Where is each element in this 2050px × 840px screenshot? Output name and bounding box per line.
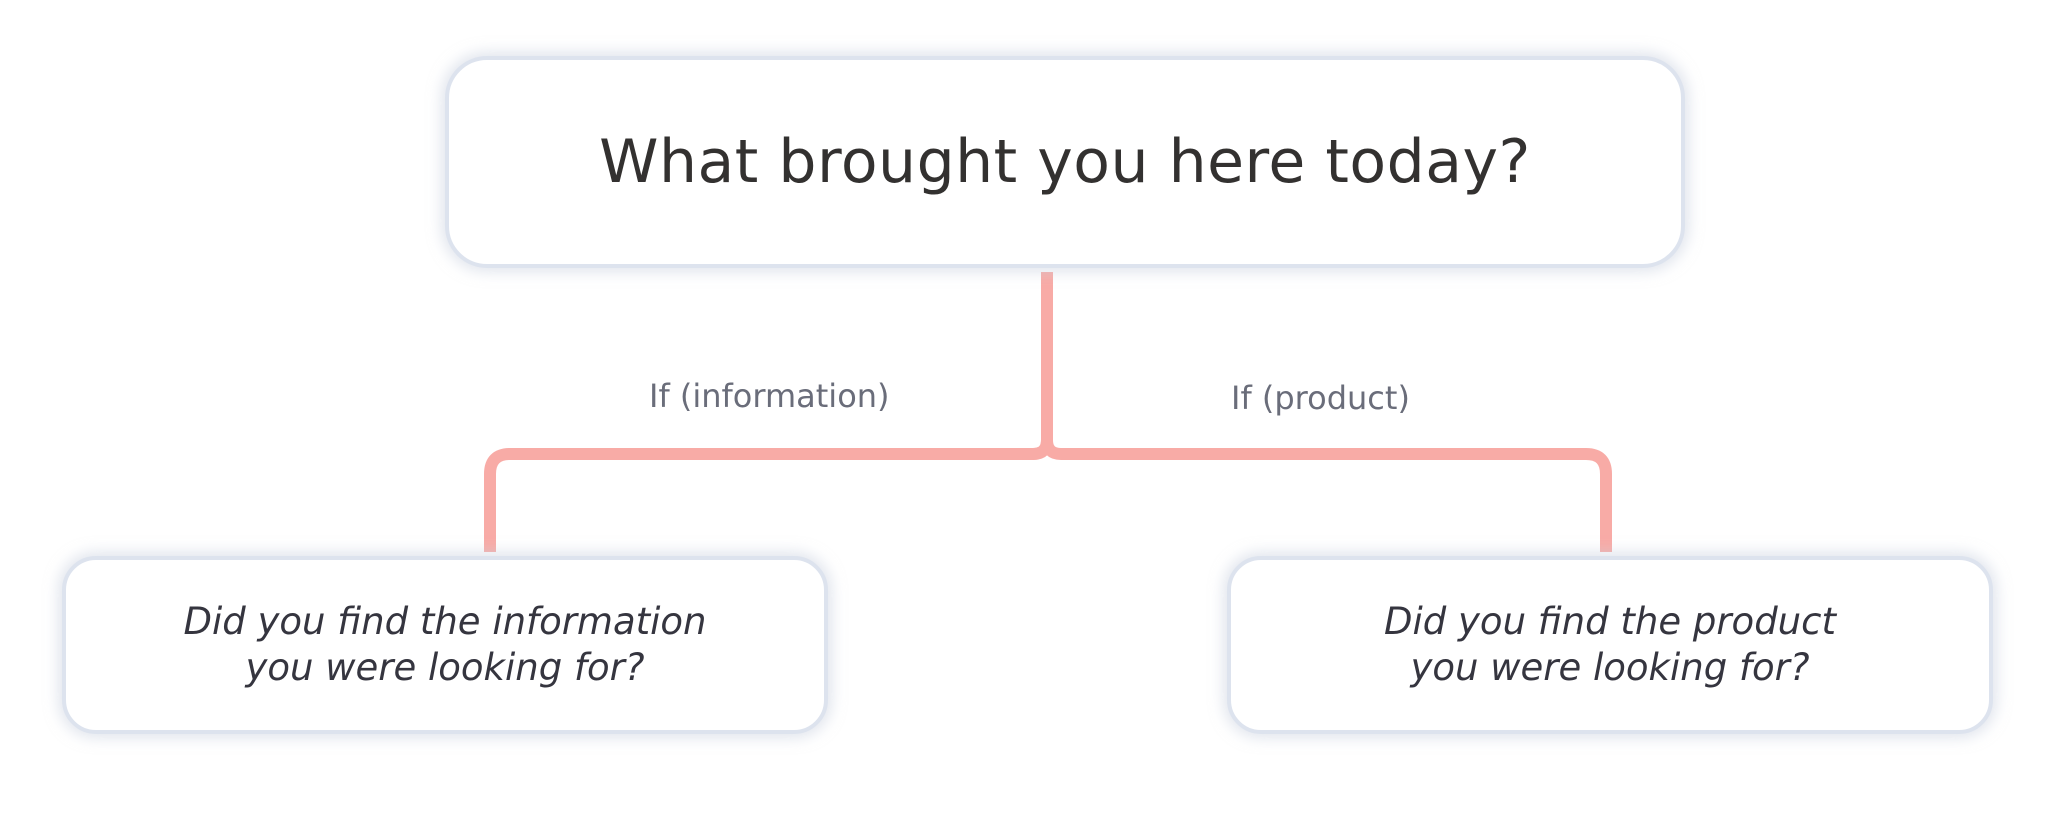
information-question-node: Did you find the information you were lo… <box>62 556 828 734</box>
branch-label-information: If (information) <box>649 377 890 415</box>
information-question-text: Did you find the information you were lo… <box>183 600 707 689</box>
branch-label-product: If (product) <box>1231 379 1410 417</box>
connector-right-branch <box>1041 439 1612 552</box>
connector-trunk <box>1032 272 1053 460</box>
connector-left-branch <box>484 439 1053 552</box>
root-question-text: What brought you here today? <box>599 127 1531 197</box>
product-question-text: Did you find the product you were lookin… <box>1384 600 1836 689</box>
product-question-node: Did you find the product you were lookin… <box>1227 556 1993 734</box>
root-question-node: What brought you here today? <box>445 56 1685 268</box>
